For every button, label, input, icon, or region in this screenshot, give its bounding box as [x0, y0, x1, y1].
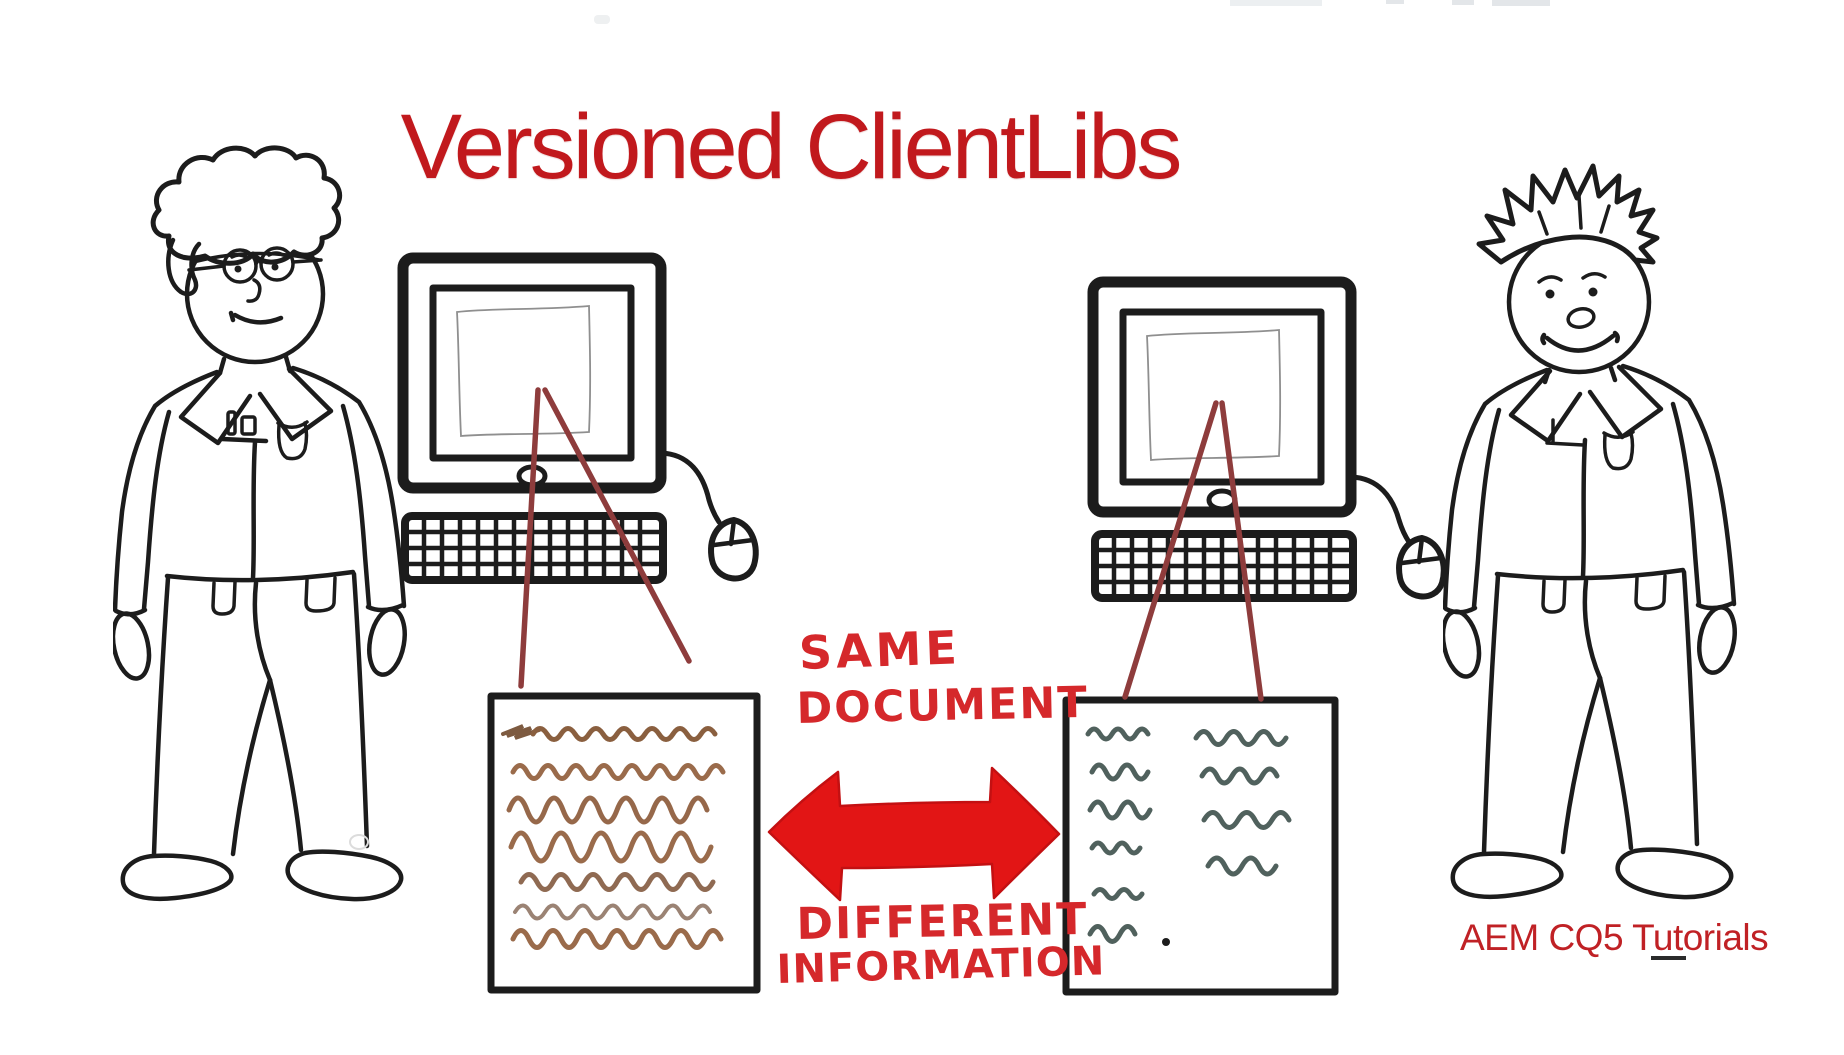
shoes	[120, 834, 404, 902]
credit-underline	[1651, 956, 1686, 960]
pants	[151, 571, 370, 857]
monitor-icon	[397, 252, 667, 494]
exchange-arrow-icon	[767, 766, 1061, 902]
slide-title: Versioned ClientLibs	[400, 96, 1183, 198]
keyboard-icon	[401, 512, 667, 584]
left-computer-icon	[397, 252, 759, 584]
spiky-hair-icon	[1476, 163, 1660, 265]
pants	[1481, 569, 1700, 855]
mouse-icon	[1348, 474, 1447, 600]
teal-scribble-lines-right-column	[1193, 729, 1292, 877]
monitor-icon	[1087, 276, 1357, 518]
lab-coat	[1443, 363, 1737, 615]
top-edge-artifact	[1230, 0, 1322, 6]
face	[1537, 272, 1620, 353]
hands	[113, 607, 407, 681]
left-document-icon	[487, 692, 761, 994]
curly-hair-icon	[150, 145, 343, 297]
stray-mark	[594, 15, 610, 24]
teal-scribble-lines-left-column	[1085, 726, 1170, 946]
lab-coat	[113, 365, 407, 617]
top-edge-artifact	[1492, 0, 1550, 6]
hands	[1443, 605, 1737, 679]
keyboard-icon	[1091, 530, 1357, 602]
face	[228, 278, 284, 325]
top-edge-artifact	[1452, 0, 1474, 5]
right-computer-icon	[1087, 276, 1447, 602]
right-person-illustration	[1443, 163, 1737, 900]
brown-scribble-lines	[501, 724, 726, 950]
shoes	[1450, 847, 1734, 900]
top-edge-artifact	[1386, 0, 1404, 4]
left-person-illustration	[113, 145, 407, 902]
credit-text: AEM CQ5 Tutorials	[1460, 917, 1769, 958]
right-document-icon	[1062, 696, 1339, 996]
document-label: DOCUMENT	[796, 677, 1090, 734]
mouse-icon	[658, 450, 759, 582]
glasses-icon	[187, 246, 323, 284]
information-label: INFORMATION	[776, 938, 1106, 993]
same-label: SAME	[798, 620, 962, 680]
